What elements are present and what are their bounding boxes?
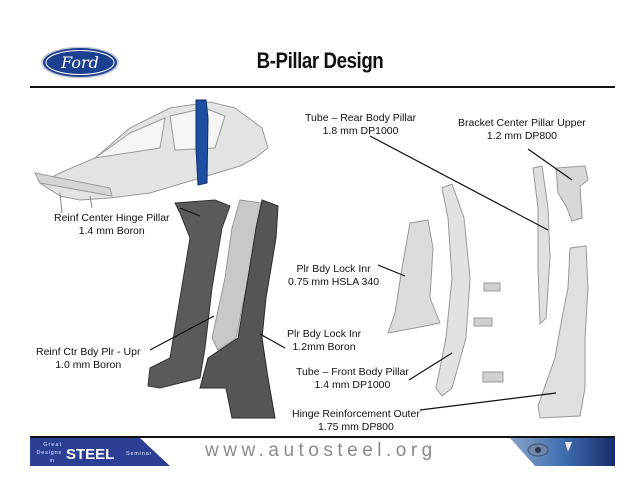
label-name: Tube – Front Body Pillar [296,366,409,378]
label-tube-front-body-pillar: Tube – Front Body Pillar 1.4 mm DP1000 [296,366,409,392]
label-name: Plr Bdy Lock Inr [287,328,362,340]
label-name: Bracket Center Pillar Upper [458,117,586,129]
label-bracket-center-pillar-upper: Bracket Center Pillar Upper 1.2 mm DP800 [458,117,586,143]
ford-logo-text: Ford [60,53,99,72]
small-bracket-parts [473,282,504,383]
label-name: Hinge Reinforcement Outer [292,408,420,420]
label-spec: 1.4 mm Boron [78,225,145,237]
label-spec: 1.2 mm DP800 [486,130,557,142]
seminar-in-text: in [50,458,54,464]
label-reinf-ctr-bdy-plr-upr: Reinf Ctr Bdy Plr - Upr 1.0 mm Boron [36,346,140,372]
eye-graphic-banner [510,438,615,466]
tube-rear-body-pillar-part [532,165,551,326]
label-spec: 1.4 mm DP1000 [314,379,391,391]
page-title: B-Pillar Design [256,48,384,73]
label-spec: 1.2mm Boron [292,341,356,353]
label-name: Plr Bdy Lock Inr [296,263,371,275]
leader-lines [149,135,573,411]
bracket-center-pillar-upper-part [555,165,589,222]
label-reinf-center-hinge-pillar: Reinf Center Hinge Pillar 1.4 mm Boron [54,212,170,238]
header-divider [30,86,615,88]
b-pillar-illustration [34,99,589,419]
label-tube-rear-body-pillar: Tube – Rear Body Pillar 1.8 mm DP1000 [305,112,416,138]
label-hinge-reinforcement-outer: Hinge Reinforcement Outer 1.75 mm DP800 [292,408,420,434]
highlighted-b-pillar [195,99,209,186]
seminar-great-text: Great [43,442,62,448]
car-body-illustration [34,101,269,214]
label-spec: 0.75 mm HSLA 340 [288,276,380,288]
seminar-word-text: Seminar [126,451,152,457]
plr-bdy-lock-inr-boron-part [199,199,279,419]
label-plr-bdy-lock-inr-hsla: Plr Bdy Lock Inr 0.75 mm HSLA 340 [288,263,379,289]
reinf-center-hinge-pillar-part [147,199,231,389]
plr-bdy-lock-inr-hsla-part [387,219,441,334]
label-spec: 1.8 mm DP1000 [322,125,399,137]
hinge-reinforcement-outer-part [537,245,589,419]
seminar-designs-text: Designs [37,450,62,456]
label-plr-bdy-lock-inr-boron: Plr Bdy Lock Inr 1.2mm Boron [287,328,361,354]
website-url[interactable]: www.autosteel.org [205,440,437,461]
footer-divider [30,436,615,438]
label-spec: 1.75 mm DP800 [317,421,394,433]
great-designs-in-steel-banner: Great Designs in STEEL Seminar [30,438,170,466]
seminar-steel-text: STEEL [66,446,114,463]
label-name: Reinf Center Hinge Pillar [54,212,170,224]
ford-logo: Ford [40,46,120,79]
label-name: Reinf Ctr Bdy Plr - Upr [36,346,141,358]
label-spec: 1.0 mm Boron [55,359,122,371]
tube-front-body-pillar-part [435,183,471,397]
label-name: Tube – Rear Body Pillar [305,112,417,124]
